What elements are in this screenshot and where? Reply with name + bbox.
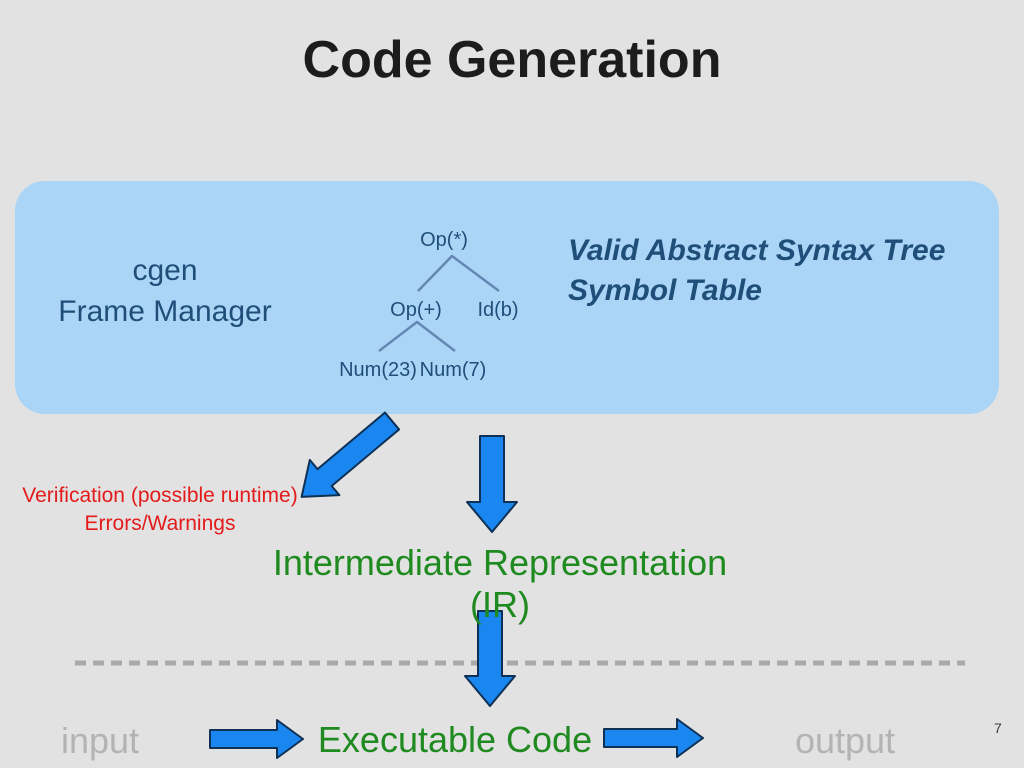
valid-ast-label: Valid Abstract Syntax Tree: [568, 234, 946, 267]
ast-caption: Valid Abstract Syntax Tree Symbol Table: [568, 231, 968, 311]
tree-node-id-b: Id(b): [477, 299, 519, 321]
output-label: output: [794, 720, 896, 761]
page-number: 7: [994, 720, 1002, 736]
verification-errors-label: Verification (possible runtime) Errors/W…: [12, 482, 308, 538]
verification-line1: Verification (possible runtime): [22, 484, 298, 507]
tree-node-op-plus: Op(+): [390, 299, 442, 321]
symbol-table-label: Symbol Table: [568, 274, 762, 307]
tree-node-num-23: Num(23): [339, 359, 417, 381]
input-label: input: [60, 720, 140, 761]
frame-manager-label: Frame Manager: [58, 295, 272, 328]
intermediate-representation-label: Intermediate Representation (IR): [272, 542, 728, 625]
executable-code-label: Executable Code: [317, 719, 593, 760]
verification-line2: Errors/Warnings: [84, 512, 236, 535]
tree-node-root: Op(*): [420, 229, 468, 251]
arrow-to-ir-icon: [466, 435, 518, 533]
arrow-executable-to-output-icon: [603, 718, 704, 758]
arrow-input-to-executable-icon: [209, 719, 304, 759]
cgen-frame-manager-label: cgen Frame Manager: [30, 250, 300, 332]
ast-box: [15, 181, 999, 414]
cgen-label: cgen: [132, 254, 198, 287]
page-title: Code Generation: [302, 31, 722, 89]
tree-node-num-7: Num(7): [419, 359, 487, 381]
